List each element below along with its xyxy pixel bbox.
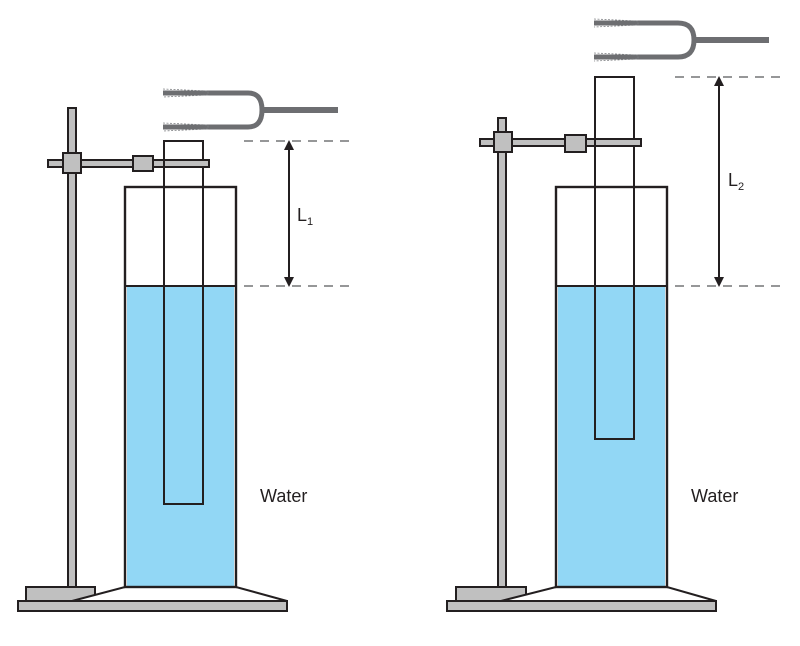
right-cylinder [554, 185, 669, 589]
left-water [127, 286, 234, 587]
left-clamp-arm-front [163, 159, 210, 168]
right-stand-rod [497, 117, 507, 588]
left-boss-head [62, 152, 82, 174]
right-setup: L2 Water [446, 18, 782, 612]
right-water [558, 286, 665, 587]
left-tuning-fork-icon [162, 88, 338, 132]
left-clamp [132, 155, 154, 172]
right-clamp [564, 134, 587, 153]
right-resonance-tube [594, 76, 635, 440]
right-cylinder-stand [500, 586, 717, 602]
left-stand-rod [67, 107, 77, 588]
left-water-label: Water [260, 486, 307, 506]
right-clamp-arm-front [594, 138, 642, 147]
left-base-plate [17, 600, 288, 612]
right-water-label: Water [691, 486, 738, 506]
left-cylinder [123, 185, 238, 589]
right-length-label: L2 [728, 170, 744, 193]
left-setup: L1 Water [17, 88, 350, 612]
left-resonance-tube [163, 140, 204, 505]
right-tuning-fork-icon [593, 18, 769, 62]
left-length-label: L1 [297, 205, 313, 228]
right-boss-head [493, 131, 513, 153]
right-base-plate [446, 600, 717, 612]
left-cylinder-stand [71, 586, 288, 602]
